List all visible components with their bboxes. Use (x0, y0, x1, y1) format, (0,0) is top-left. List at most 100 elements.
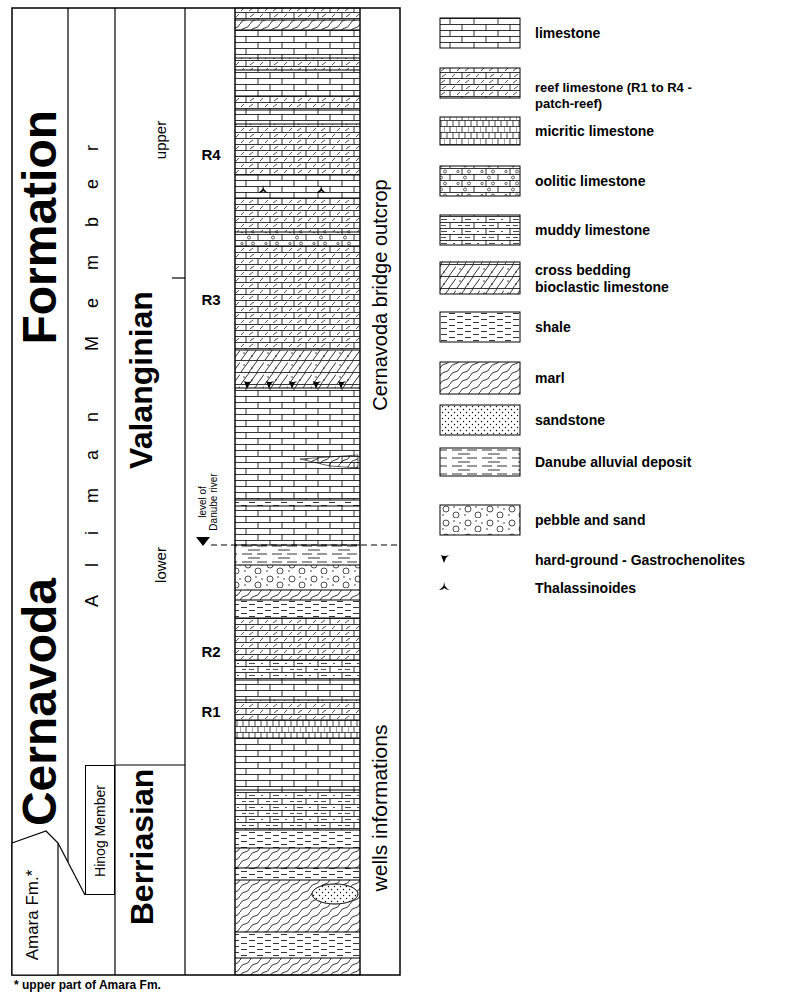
box-outline-shape (12, 831, 58, 975)
source-cell: wells informations (360, 545, 400, 975)
legend-swatch (440, 505, 520, 535)
legend-label: marl (535, 370, 785, 387)
legend-label: shale (535, 319, 785, 336)
rock-layer (235, 506, 360, 545)
rock-layer (235, 660, 360, 680)
member-name: Hinog Member (93, 785, 108, 877)
rock-layer (235, 830, 360, 848)
rock-layer (235, 738, 360, 790)
reef-label: R4 (201, 146, 220, 163)
rock-layer (235, 246, 360, 350)
rock-layer (235, 790, 360, 830)
rock-layer (235, 350, 360, 388)
hard-ground-symbol (313, 381, 321, 389)
thalassinoides-symbol (258, 185, 269, 193)
column-line (67, 8, 68, 862)
legend-hard-ground-symbol (441, 555, 449, 563)
rock-layer (235, 175, 360, 198)
rock-layer (235, 590, 360, 600)
legend-swatch (440, 68, 520, 98)
legend-label: Thalassinoides (535, 580, 785, 597)
legend-label: limestone (535, 25, 785, 42)
rock-layer (235, 932, 360, 958)
rock-layer (235, 958, 360, 975)
footnote: * upper part of Amara Fm. (14, 979, 161, 993)
rock-layer (235, 30, 360, 58)
rock-layer (235, 868, 360, 880)
hard-ground-symbol (266, 381, 274, 389)
thalassinoides-symbol (316, 185, 327, 193)
rock-layer (235, 70, 360, 96)
legend-swatch (440, 262, 520, 294)
rock-layer (235, 700, 360, 720)
stage-cell: Berriasian (115, 765, 185, 975)
rock-layer (235, 848, 360, 868)
legend-swatch (440, 166, 520, 196)
rock-layer (235, 565, 360, 590)
legend-label: muddy limestone (535, 222, 785, 239)
member-name: Aliman Member (83, 117, 103, 607)
legend-swatch (440, 215, 520, 245)
substage-label: lower (153, 547, 170, 583)
hard-ground-symbol (244, 381, 252, 389)
column-line (359, 8, 360, 975)
interfinger-line (58, 843, 85, 895)
rock-layer (235, 8, 360, 20)
source-cell: Cernavoda bridge outcrop (360, 8, 400, 545)
rock-layer (235, 96, 360, 110)
legend-label: Danube alluvial deposit (535, 454, 785, 471)
column-frame (12, 8, 400, 975)
formation-name: Amara Fm.* (24, 870, 43, 961)
rock-layer (235, 680, 360, 700)
rock-layer (235, 545, 360, 565)
legend-label: pebble and sand (535, 512, 785, 529)
legend-thalassinoides-symbol (439, 582, 450, 590)
legend-swatch (440, 312, 520, 342)
frame-border (12, 8, 400, 975)
rock-layer (235, 618, 360, 660)
reef-label: R1 (201, 703, 220, 720)
hard-ground-symbol (338, 381, 346, 389)
legend-label: reef limestone (R1 to R4 - patch-reef) (535, 80, 710, 111)
rock-layer (235, 110, 360, 124)
rock-layer (235, 198, 360, 232)
source-name: wells informations (368, 725, 391, 892)
legend-swatch (440, 18, 520, 48)
legend-label: micritic limestone (535, 123, 785, 140)
legend-label: hard-ground - Gastrochenolites (535, 552, 785, 569)
rock-layer (235, 720, 360, 738)
member-box: Hinog Member (85, 765, 115, 895)
sandstone-lens (312, 884, 358, 904)
formation-cell: Cernavoda Formation (12, 8, 68, 830)
substage-boundary (172, 277, 185, 278)
legend-label: sandstone (535, 412, 785, 429)
legend-label: oolitic limestone (535, 173, 785, 190)
rock-layer (235, 880, 360, 932)
legend-swatch (440, 448, 520, 476)
substage-label: upper (153, 121, 170, 159)
stage-cell: Valanginian (115, 8, 185, 765)
rock-layer (235, 20, 360, 30)
rock-layer (235, 600, 360, 618)
rock-layer (235, 58, 360, 70)
lithology-column (235, 8, 360, 975)
stage-name: Berriasian (126, 769, 158, 926)
reef-label: R3 (201, 291, 220, 308)
trace-fossil-symbols (244, 185, 346, 389)
source-name: Cernavoda bridge outcrop (369, 179, 391, 410)
legend-swatch (440, 362, 520, 394)
hard-ground-symbol (289, 381, 297, 389)
column-line (184, 8, 185, 975)
legend-swatch (440, 405, 520, 435)
river-level-note: level of Danube river (197, 470, 219, 534)
formation-name: Cernavoda Formation (16, 110, 64, 826)
marl-lens (300, 455, 358, 468)
sandstone-lens (312, 884, 358, 904)
river-level-line (211, 545, 400, 546)
rock-layer (235, 388, 360, 500)
legend-swatches (440, 18, 520, 535)
rock-layer (235, 500, 360, 506)
member-cell: Aliman Member (68, 8, 115, 765)
